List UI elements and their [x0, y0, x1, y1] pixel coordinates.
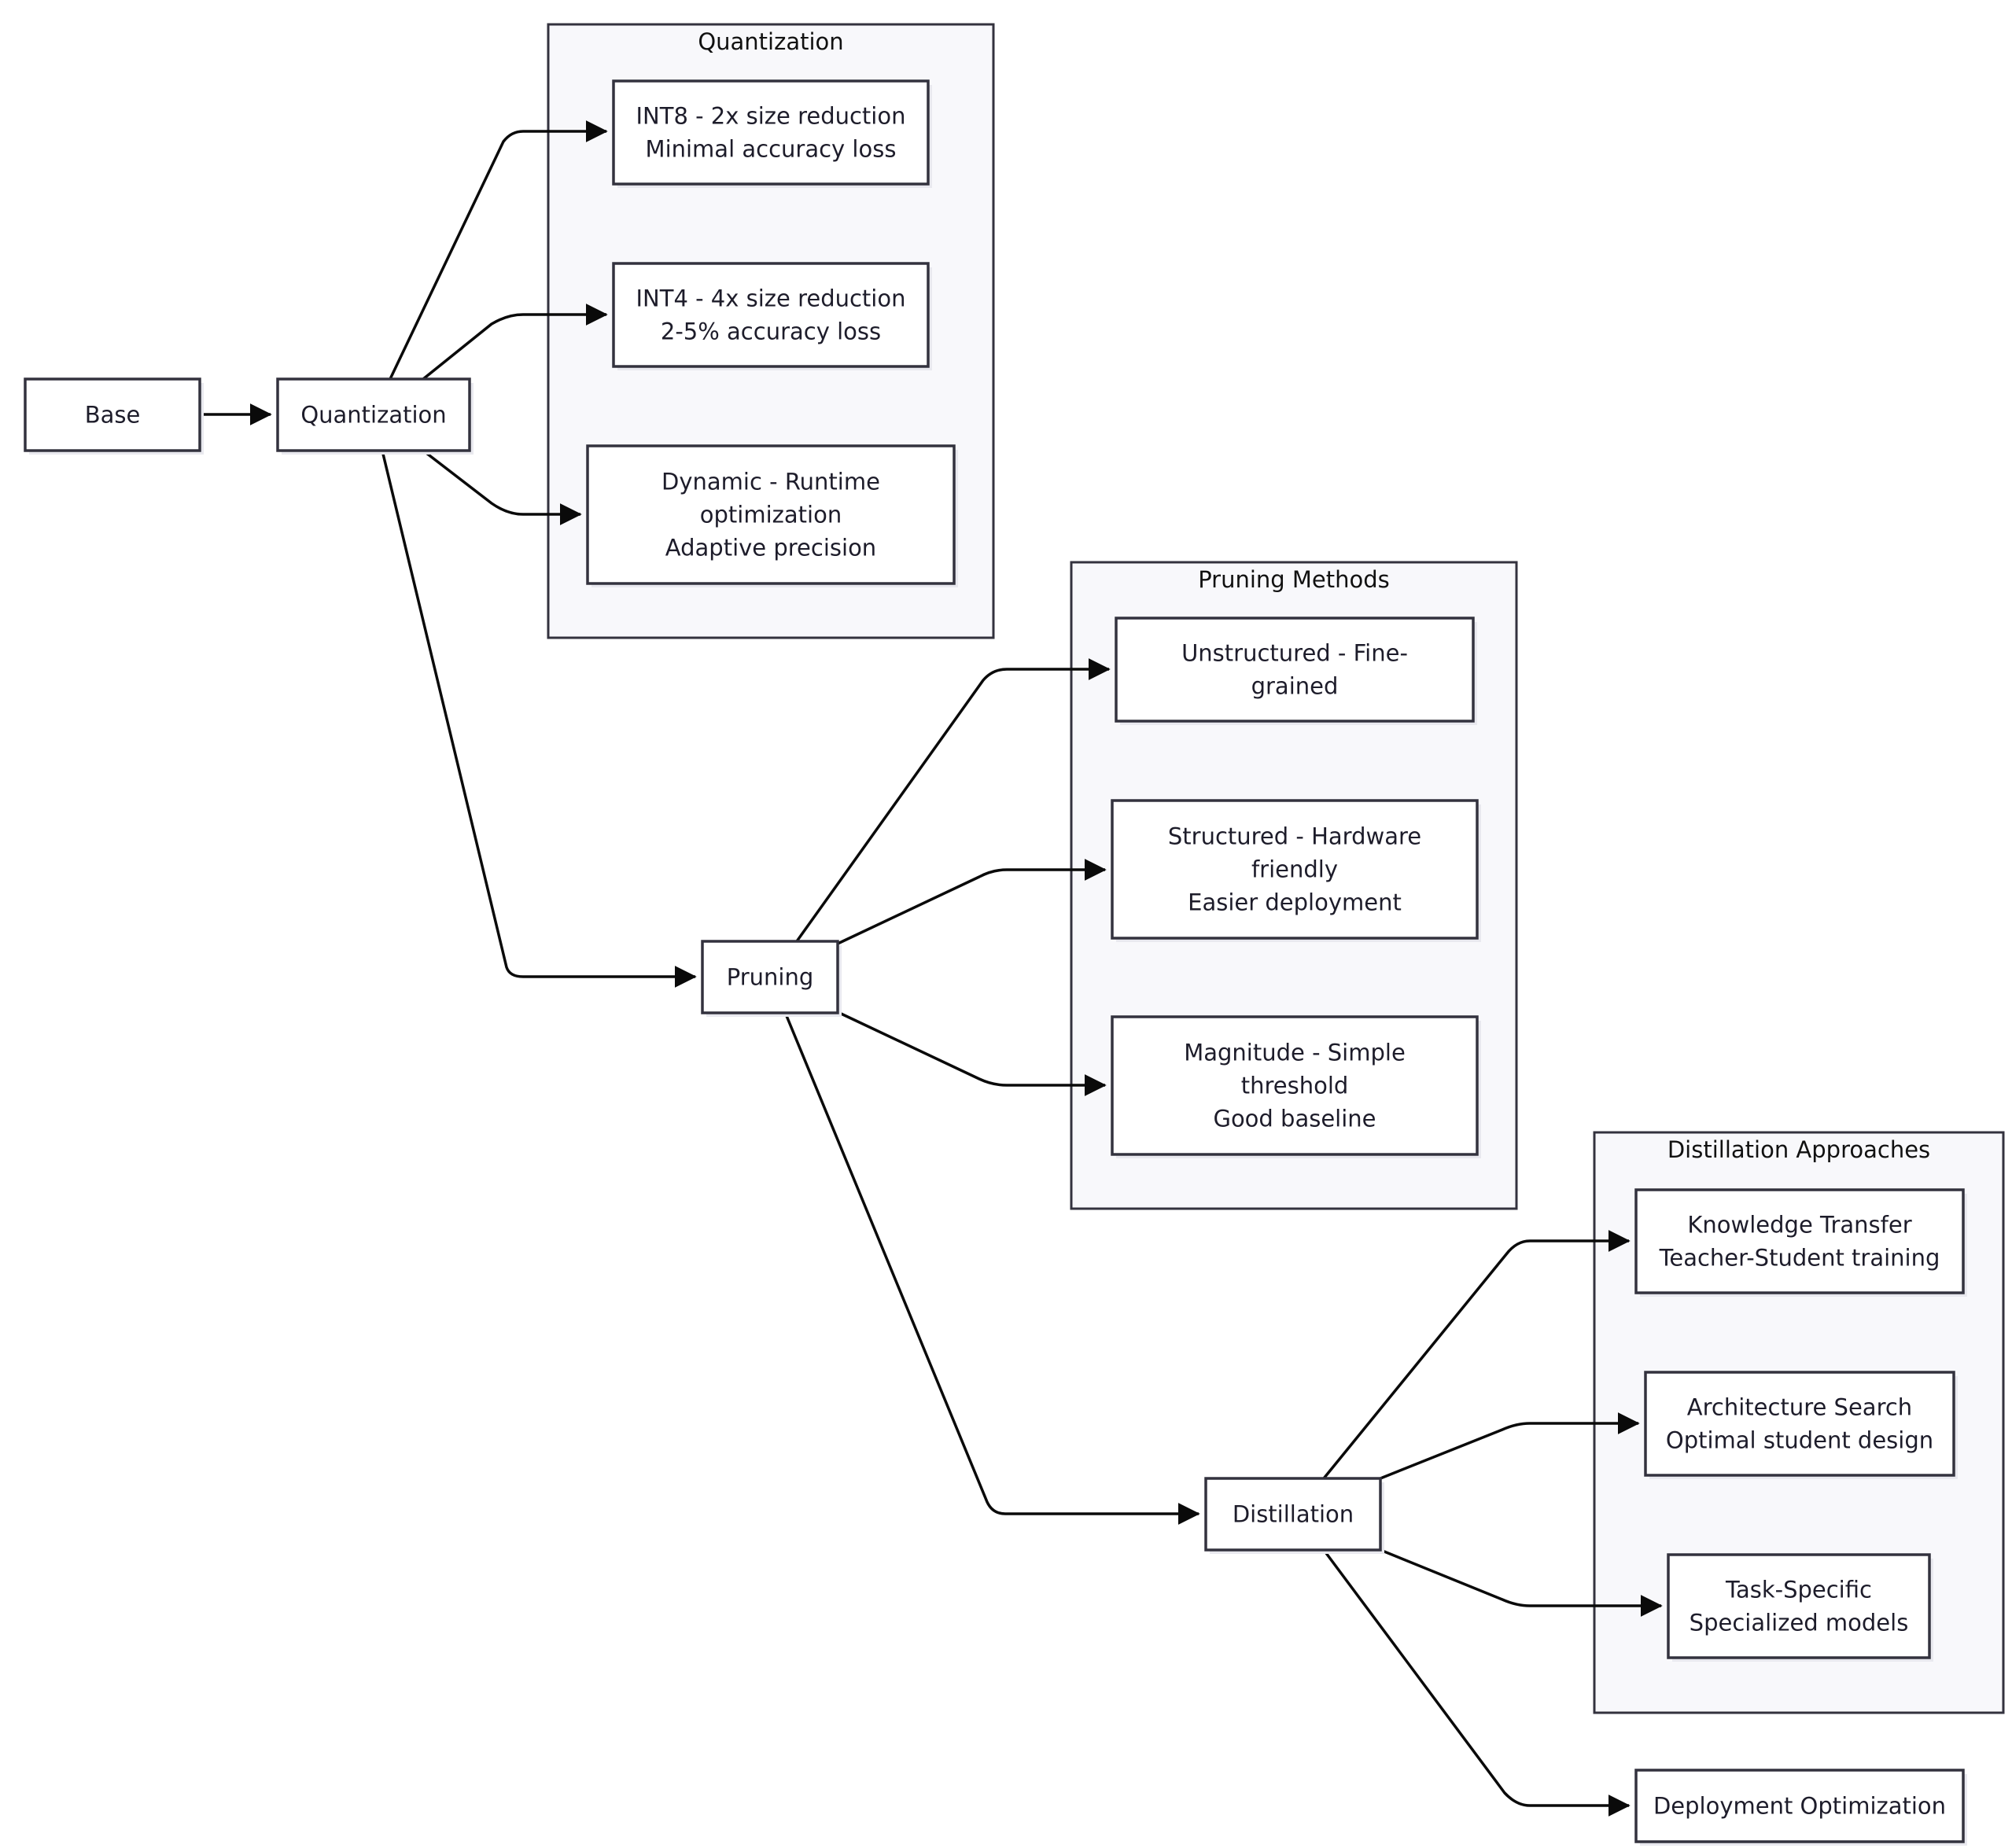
node-label-line: Task-Specific	[1725, 1577, 1872, 1603]
edge-quantization-to-dynamic	[422, 449, 582, 525]
cluster-label-quantization: Quantization	[698, 28, 843, 55]
edge-distillation-to-knowledge	[1322, 1230, 1631, 1480]
node-box	[701, 940, 839, 1014]
node-label-line: Teacher-Student training	[1659, 1245, 1940, 1272]
node-label-line: Unstructured - Fine-	[1181, 640, 1408, 667]
edge-distillation-to-architecture	[1380, 1412, 1640, 1480]
edge-pruning-to-unstructured	[795, 658, 1111, 943]
node-label-line: Adaptive precision	[665, 535, 876, 561]
node-label-line: threshold	[1241, 1073, 1349, 1099]
cluster-label-pruning-methods: Pruning Methods	[1198, 566, 1390, 593]
node-box	[1667, 1553, 1931, 1659]
node-pruning[interactable]: Pruning	[701, 940, 842, 1017]
node-label-line: Distillation	[1233, 1501, 1354, 1528]
node-label-line: Deployment Optimization	[1653, 1793, 1946, 1820]
node-label-line: friendly	[1251, 856, 1338, 883]
node-box	[1204, 1477, 1382, 1552]
edge-quantization-to-int8	[389, 120, 608, 380]
node-box	[1115, 617, 1475, 723]
node-box	[24, 377, 201, 452]
node-box	[1111, 1015, 1479, 1156]
node-unstructured[interactable]: Unstructured - Fine-grained	[1115, 617, 1477, 725]
edge-distillation-to-deployment	[1322, 1548, 1631, 1817]
node-label-line: Base	[85, 402, 141, 429]
node-label-line: INT4 - 4x size reduction	[636, 285, 905, 312]
node-base[interactable]: Base	[24, 377, 204, 455]
node-box	[1634, 1188, 1965, 1294]
node-label-line: Structured - Hardware	[1168, 823, 1421, 850]
node-label-line: Good baseline	[1213, 1106, 1376, 1132]
nodes: Base Quantization INT8 - 2x size reducti…	[24, 79, 1967, 1846]
node-int4[interactable]: INT4 - 4x size reduction 2-5% accuracy lo…	[612, 262, 932, 370]
node-label-line: Dynamic - Runtime	[661, 469, 880, 495]
node-label-line: INT8 - 2x size reduction	[636, 103, 905, 130]
node-label-line: Easier deployment	[1188, 889, 1402, 916]
node-label-line: Architecture Search	[1687, 1394, 1912, 1421]
edge-quantization-to-int4	[422, 304, 608, 381]
node-label-line: Pruning	[727, 964, 814, 991]
edge-pruning-to-structured	[837, 859, 1107, 945]
edges	[200, 120, 1663, 1817]
node-box	[612, 79, 930, 186]
node-label-line: grained	[1251, 673, 1339, 700]
node-label-line: Magnitude - Simple	[1184, 1040, 1406, 1066]
node-distillation[interactable]: Distillation	[1204, 1477, 1384, 1554]
node-box	[1111, 799, 1479, 940]
node-box	[1644, 1371, 1955, 1477]
node-label-line: Optimal student design	[1666, 1427, 1933, 1454]
node-box	[612, 262, 930, 368]
edge-pruning-to-magnitude	[837, 1011, 1107, 1096]
node-label-line: Specialized models	[1690, 1610, 1909, 1636]
cluster-label-distillation-approaches: Distillation Approaches	[1667, 1136, 1930, 1163]
edge-pruning-to-distillation	[783, 1011, 1200, 1525]
node-box	[276, 377, 471, 452]
node-label-line: Knowledge Transfer	[1687, 1212, 1911, 1239]
edge-distillation-to-task	[1380, 1548, 1663, 1617]
node-deployment-optimization[interactable]: Deployment Optimization	[1634, 1769, 1967, 1846]
node-label-line: optimization	[700, 502, 842, 528]
node-box	[586, 444, 956, 585]
node-label-line: Minimal accuracy loss	[646, 136, 897, 163]
node-box	[1634, 1769, 1965, 1843]
edge-quantization-to-pruning	[381, 450, 697, 988]
node-label-line: Quantization	[300, 402, 446, 429]
node-label-line: 2-5% accuracy loss	[661, 318, 881, 345]
node-quantization[interactable]: Quantization	[276, 377, 474, 455]
